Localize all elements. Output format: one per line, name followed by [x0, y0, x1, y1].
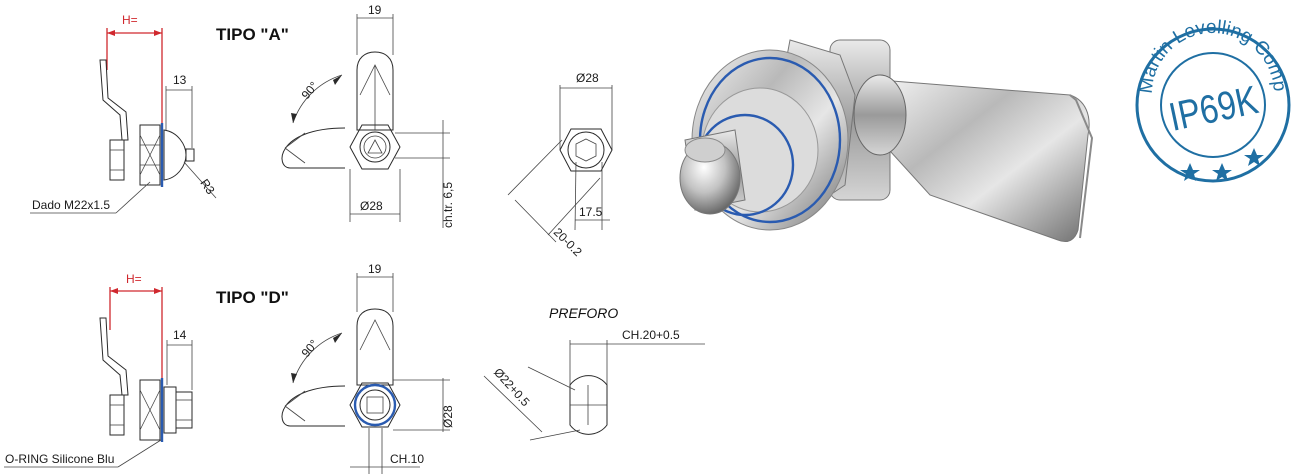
tipo-a-dim-20: 20-0.2: [551, 225, 585, 259]
preforo-view: PREFORO CH.20+0.5 Ø22+0.5: [483, 305, 705, 441]
h-dimension: H=: [106, 13, 163, 180]
tipo-a-end-dia: Ø28: [576, 71, 599, 85]
preforo-ch: CH.20+0.5: [622, 328, 680, 342]
tipo-a-key: ch.tr. 6,5: [441, 182, 455, 228]
tipo-a-dim-175: 17.5: [579, 205, 603, 219]
h-label-d: H=: [126, 272, 142, 286]
tipo-a-front-view: 19 90° Ø28 ch.tr. 6,5: [281, 3, 455, 228]
h-label: H=: [122, 13, 138, 27]
seal-arc-text: Martin Levelling Components: [0, 0, 1290, 95]
tipo-d-title: TIPO "D": [216, 288, 289, 307]
tipo-d-dim-14: 14: [173, 328, 187, 342]
dim-r3: R3: [183, 161, 218, 199]
tipo-a-title: TIPO "A": [216, 25, 289, 44]
svg-text:13: 13: [173, 73, 187, 87]
nut-callout: Dado M22x1.5: [30, 181, 151, 214]
tipo-a-end-view: Ø28 17.5 20-0.2: [507, 71, 613, 259]
seal-center-text: IP69K: [1165, 77, 1262, 139]
tipo-d-front-view: 19 90° Ø28 CH.10: [281, 262, 455, 474]
tipo-a-side-view: H= 13 R3 Dado M22x1.5: [30, 13, 218, 214]
preforo-title: PREFORO: [549, 305, 618, 321]
tipo-a-dia: Ø28: [360, 199, 383, 213]
tipo-d-angle: 90°: [299, 337, 322, 360]
tipo-a-dim-19: 19: [368, 3, 382, 17]
nut-label: Dado M22x1.5: [32, 198, 110, 212]
svg-text:R3: R3: [197, 176, 217, 197]
tipo-d-dia: Ø28: [441, 405, 455, 428]
tipo-d-dim-19: 19: [368, 262, 382, 276]
cam-lock-3d-render: [679, 39, 1094, 243]
dim-13: 13: [165, 73, 193, 148]
tipo-a-angle: 90°: [299, 79, 322, 102]
oring-label: O-RING Silicone Blu: [5, 452, 114, 466]
tipo-d-key: CH.10: [390, 452, 424, 466]
tipo-d-side-view: H= 14 O-RING Silicone Blu: [4, 272, 193, 468]
